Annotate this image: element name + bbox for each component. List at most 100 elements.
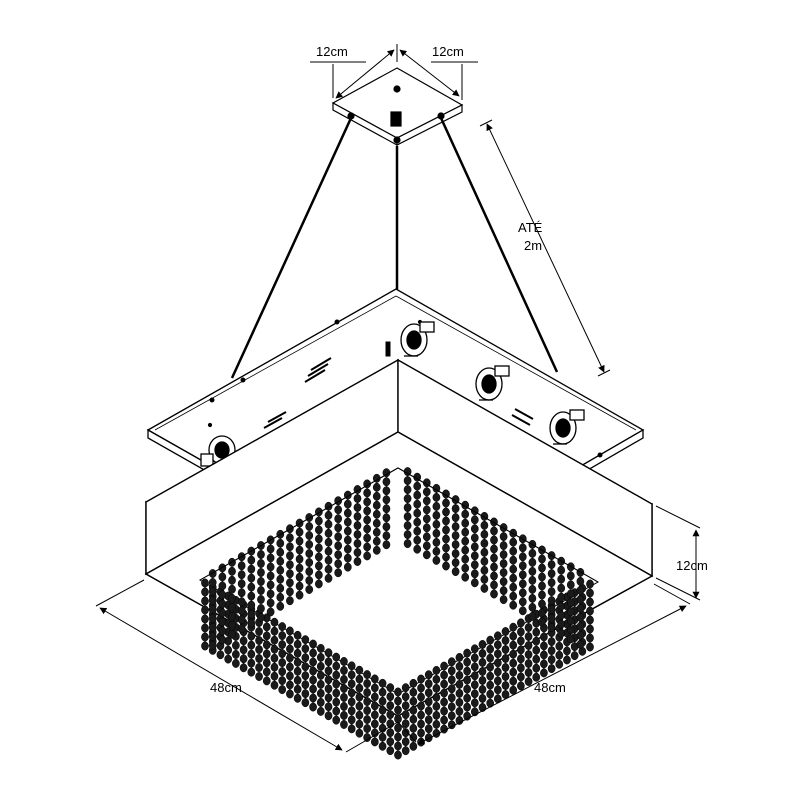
crystal-bead <box>478 676 487 685</box>
inner-opening-outline <box>199 467 599 583</box>
crystal-bead <box>276 601 285 611</box>
crystal-bead <box>451 540 460 550</box>
crystal-bead <box>224 654 233 664</box>
crystal-bead <box>413 490 422 500</box>
crystal-bead <box>270 644 279 654</box>
crystal-bead <box>394 696 402 706</box>
crystal-bead <box>286 662 294 672</box>
crystal-bead <box>442 543 450 553</box>
crystal-bead <box>372 518 381 528</box>
crystal-bead <box>382 522 391 532</box>
crystal-bead <box>201 623 209 633</box>
crystal-bead <box>378 687 387 697</box>
socket-3 <box>549 409 585 445</box>
crystal-bead <box>347 724 356 734</box>
plate-details <box>205 319 603 483</box>
crystal-bead <box>455 706 464 716</box>
crystal-bead <box>343 499 352 509</box>
crystal-bead <box>447 666 456 676</box>
crystal-bead <box>509 591 518 601</box>
crystal-bead <box>401 746 410 756</box>
crystal-bead <box>208 587 217 596</box>
canopy <box>331 67 464 147</box>
crystal-bead <box>490 517 498 527</box>
crystal-bead <box>247 582 256 592</box>
crystal-bead <box>266 589 275 599</box>
crystal-bead <box>442 516 450 526</box>
crystal-bead <box>257 568 265 577</box>
crystal-bead <box>440 688 448 698</box>
crystal-bead <box>493 676 502 686</box>
crystal-bead <box>363 697 371 707</box>
crystal-bead <box>255 663 263 672</box>
crystal-bead <box>324 657 333 667</box>
crystal-bead <box>440 715 448 725</box>
crystal-bead <box>463 657 471 667</box>
crystal-bead <box>517 618 525 628</box>
crystal-bead <box>486 689 495 699</box>
crystal-bead <box>262 631 271 641</box>
crystal-bead <box>501 672 510 681</box>
crystal-bead <box>228 602 236 612</box>
crystal-bead <box>324 537 333 547</box>
crystal-bead <box>305 531 314 540</box>
crystal-bead <box>232 658 240 668</box>
crystal-bead <box>295 554 304 564</box>
crystal-bead <box>517 645 525 655</box>
crystal-bead <box>518 570 527 580</box>
crystal-bead <box>316 643 325 653</box>
crystal-bead <box>517 636 525 646</box>
crystal-bead <box>262 649 271 659</box>
canopy-dimension-lines <box>310 44 478 100</box>
crystal-bead <box>432 683 441 693</box>
crystal-bead <box>378 741 387 751</box>
crystal-bead <box>547 587 556 597</box>
crystal-bead <box>461 509 470 519</box>
crystal-bead <box>247 555 256 565</box>
crystal-bead <box>432 528 441 538</box>
crystal-bead <box>386 737 395 747</box>
crystal-bead <box>570 651 579 661</box>
crystal-bead <box>417 701 425 711</box>
crystal-bead <box>370 683 379 693</box>
crystal-bead <box>316 670 325 680</box>
crystal-bead <box>270 671 279 681</box>
crystal-bead <box>401 683 410 693</box>
crystal-bead <box>201 578 209 588</box>
crystal-bead <box>286 626 294 636</box>
crystal-bead <box>394 741 402 751</box>
crystal-bead <box>480 520 489 530</box>
crystal-bead <box>353 503 362 512</box>
crystal-bead <box>228 566 236 576</box>
crystal-bead <box>315 579 323 589</box>
crystal-bead <box>540 659 548 669</box>
crystal-bead <box>432 546 441 556</box>
crystal-bead <box>324 684 333 694</box>
crystal-bead <box>486 680 495 690</box>
crystal-bead <box>340 702 348 711</box>
crystal-bead <box>324 711 333 721</box>
crystal-bead <box>266 544 275 554</box>
crystal-bead <box>216 650 225 660</box>
crystal-bead <box>518 579 527 589</box>
crystal-bead <box>547 623 556 633</box>
crystal-bead <box>278 640 287 650</box>
crystal-bead <box>266 607 275 617</box>
crystal-bead <box>237 615 246 625</box>
crystal-bead <box>490 562 498 572</box>
crystal-bead <box>363 670 371 680</box>
crystal-bead <box>334 523 343 533</box>
crystal-bead <box>324 555 333 565</box>
crystal-bead <box>442 561 450 571</box>
crystal-bead <box>228 629 236 639</box>
crystal-bead <box>394 705 402 715</box>
crystal-bead <box>305 567 314 576</box>
crystal-bead <box>557 601 566 611</box>
crystal-bead <box>278 667 287 677</box>
crystal-bead <box>208 569 217 578</box>
crystal-bead <box>480 529 489 539</box>
crystal-bead <box>315 507 323 517</box>
crystal-bead <box>518 552 527 562</box>
crystal-bead <box>528 575 537 585</box>
crystal-bead <box>324 666 333 676</box>
